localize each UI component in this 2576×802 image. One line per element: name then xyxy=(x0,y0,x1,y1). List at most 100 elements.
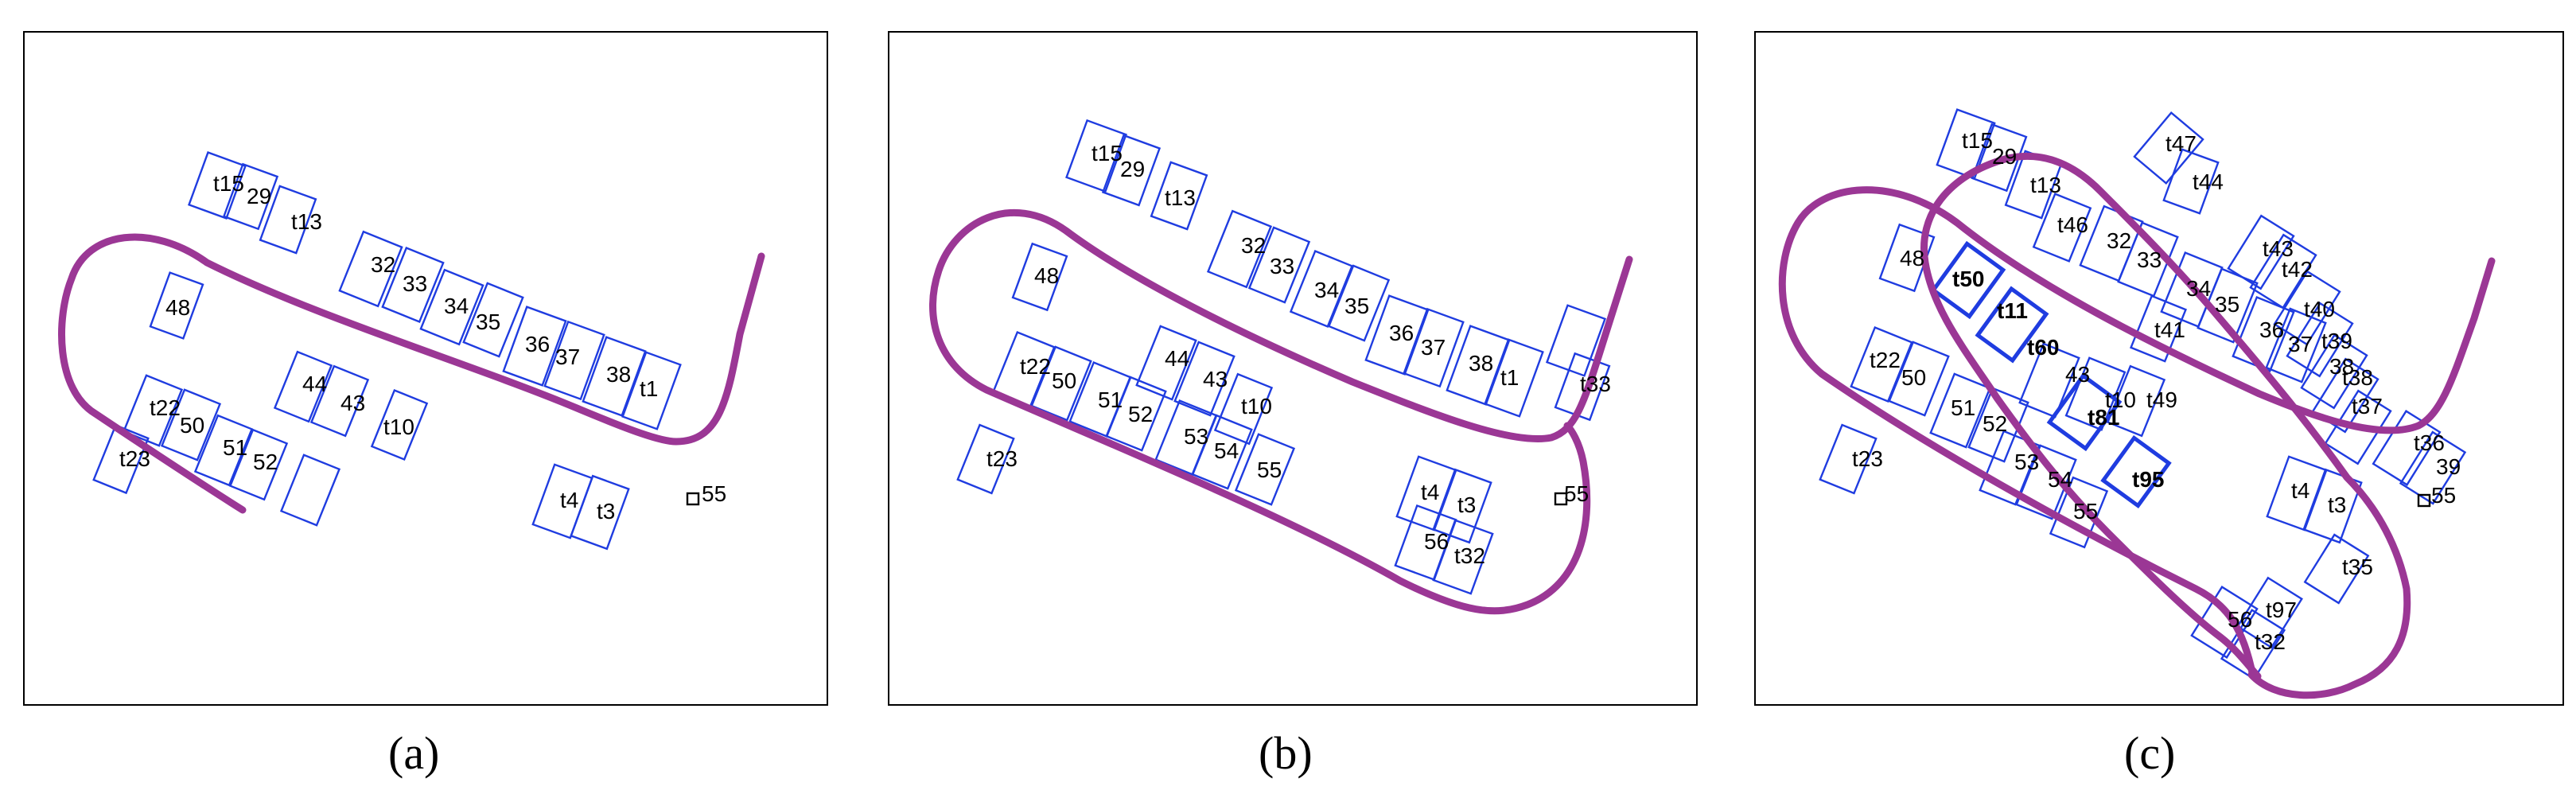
node-label: 44 xyxy=(302,372,327,396)
node-label: 33 xyxy=(403,271,427,296)
node-box-highlight xyxy=(1975,286,2049,364)
node-square xyxy=(686,492,700,506)
node-box xyxy=(1150,161,1208,231)
node-square xyxy=(2417,493,2431,508)
node-box xyxy=(1135,325,1197,401)
node-label: t22 xyxy=(1020,354,1051,379)
node-label: 35 xyxy=(1344,294,1369,318)
node-label: 37 xyxy=(1421,335,1446,360)
node-box xyxy=(187,151,247,220)
node-label: 37 xyxy=(2288,332,2313,356)
node-box xyxy=(1929,372,1991,449)
node-label: t33 xyxy=(1580,372,1611,396)
node-box xyxy=(1545,304,1607,377)
node-label: 52 xyxy=(253,450,278,474)
node-box xyxy=(1105,376,1167,452)
node-label: t23 xyxy=(119,446,150,471)
node-label: t44 xyxy=(2193,169,2224,194)
node-box xyxy=(1289,250,1354,328)
node-box xyxy=(2197,267,2259,344)
node-label: 56 xyxy=(1424,529,1449,554)
node-label: 54 xyxy=(2048,467,2072,492)
node-label: 29 xyxy=(1120,157,1145,181)
node-label: 50 xyxy=(180,413,204,438)
node-label: t40 xyxy=(2304,297,2335,321)
node-box xyxy=(2324,389,2392,465)
node-label: t32 xyxy=(1454,543,1485,568)
node-label: 32 xyxy=(371,252,395,277)
node-label: 29 xyxy=(1992,144,2017,169)
node-label: t47 xyxy=(2165,131,2197,156)
node-box xyxy=(122,374,184,447)
node-box xyxy=(956,423,1015,495)
node-box xyxy=(2303,533,2370,605)
node-label: t4 xyxy=(2291,478,2309,503)
node-label: t97 xyxy=(2266,598,2297,622)
node-square xyxy=(1554,492,1568,506)
node-box xyxy=(1065,119,1127,193)
node-label: t23 xyxy=(986,446,1018,471)
node-label: t95 xyxy=(2132,467,2164,492)
node-label: t22 xyxy=(150,395,181,420)
node-label: t32 xyxy=(2255,629,2286,654)
node-box xyxy=(2130,294,2187,363)
node-label: 34 xyxy=(2186,276,2211,301)
node-label: 55 xyxy=(1257,457,1282,482)
node-box xyxy=(2133,111,2204,185)
node-label: 35 xyxy=(476,310,500,334)
node-box xyxy=(1173,341,1235,417)
node-label: t15 xyxy=(213,171,244,196)
node-label: t60 xyxy=(2027,335,2059,360)
node-label: 48 xyxy=(165,295,190,320)
node-label: 50 xyxy=(1901,365,1926,390)
node-label: t11 xyxy=(1997,298,2028,323)
node-box xyxy=(1247,226,1311,304)
node-box xyxy=(1979,430,2041,506)
node-label: 52 xyxy=(1128,402,1153,426)
node-label: 50 xyxy=(1052,368,1076,393)
node-label: t81 xyxy=(2088,405,2119,430)
node-label: t50 xyxy=(1952,267,1984,291)
node-label: t10 xyxy=(383,415,414,439)
node-label: t4 xyxy=(560,488,578,512)
panel-a-boxes xyxy=(92,151,700,551)
node-box xyxy=(1101,134,1162,207)
trajectory-path xyxy=(1920,152,2411,699)
node-label: t22 xyxy=(1870,348,1901,372)
node-box xyxy=(1936,108,1996,180)
node-box xyxy=(621,351,682,430)
node-box xyxy=(1432,519,1494,595)
node-label: 55 xyxy=(2431,483,2456,508)
panel-b-boxes xyxy=(956,119,1611,595)
node-box xyxy=(273,350,333,423)
node-label: t37 xyxy=(2352,394,2383,419)
node-box xyxy=(582,336,647,417)
panel-c-labels: t15 29 t47 t44 t13 t46 48 32 33 t43 t42 … xyxy=(1852,128,2461,654)
trajectory-path xyxy=(929,208,1633,615)
node-label: 38 xyxy=(606,362,631,387)
panel-b: t15 29 t13 48 32 33 34 35 36 37 38 t1 t3… xyxy=(888,31,1698,779)
node-box xyxy=(1206,209,1273,289)
node-box xyxy=(419,268,484,346)
node-label: 51 xyxy=(1098,387,1123,412)
node-box xyxy=(2399,430,2467,505)
node-box xyxy=(1011,242,1068,312)
node-label: 51 xyxy=(223,435,247,460)
node-label: t35 xyxy=(2342,555,2373,579)
node-label: t3 xyxy=(2328,492,2346,517)
panel-c-boxes xyxy=(1819,108,2467,680)
node-label: t39 xyxy=(2321,329,2352,353)
node-box xyxy=(1191,414,1253,490)
node-label: t42 xyxy=(2282,257,2313,282)
node-box-highlight xyxy=(1930,240,2006,320)
node-label: t13 xyxy=(2030,173,2061,197)
node-label: t10 xyxy=(2105,387,2136,412)
node-box xyxy=(2249,233,2317,310)
node-label: 38 xyxy=(2329,354,2354,379)
node-label: 33 xyxy=(2137,247,2162,272)
node-label: 43 xyxy=(340,391,365,415)
node-box xyxy=(1213,372,1274,446)
node-box xyxy=(1888,341,1950,417)
node-label: t38 xyxy=(2342,365,2373,390)
node-label: 29 xyxy=(247,184,271,208)
